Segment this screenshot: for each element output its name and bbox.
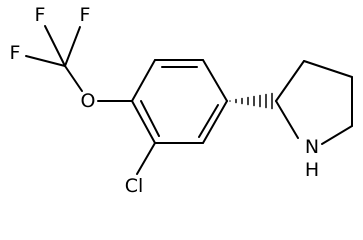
trifluoromethyl-group	[25, 25, 83, 92]
bond-c-o	[64, 65, 83, 92]
pyrrolidine-bond-c3-c4	[303, 60, 353, 78]
bond-c-f-left	[25, 55, 66, 67]
benzene-ring	[131, 59, 228, 144]
atom-label-oxygen: O	[81, 90, 96, 112]
bond-c-f-top-right	[64, 26, 81, 67]
pyrrolidine-bond-c2-c3	[275, 60, 305, 102]
ring-double-bond-left	[140, 100, 160, 137]
atom-label-chlorine: Cl	[125, 175, 144, 197]
atom-label-f-top-left: F	[35, 4, 46, 26]
atom-label-n-hydrogen: H	[305, 159, 319, 181]
pyrrolidine-ring	[275, 60, 353, 145]
atom-label-f-top-right: F	[80, 4, 91, 26]
bond-ring-cl	[136, 142, 156, 175]
hashed-wedge-bond	[229, 92, 273, 110]
molecule-structure: F F F O Cl N H	[10, 4, 353, 197]
pyrrolidine-bond-c5-n	[321, 125, 353, 145]
atom-label-f-left: F	[10, 42, 21, 64]
pyrrolidine-bond-n-c2	[275, 100, 299, 139]
ring-double-bond-lower-right	[198, 104, 219, 138]
ring-bond-3	[202, 59, 228, 102]
atom-label-nitrogen: N	[305, 136, 319, 158]
ring-bond-1	[131, 59, 156, 102]
ring-bond-4	[202, 100, 228, 144]
bond-c-f-top-left	[44, 25, 66, 67]
ring-bond-6	[131, 100, 156, 144]
